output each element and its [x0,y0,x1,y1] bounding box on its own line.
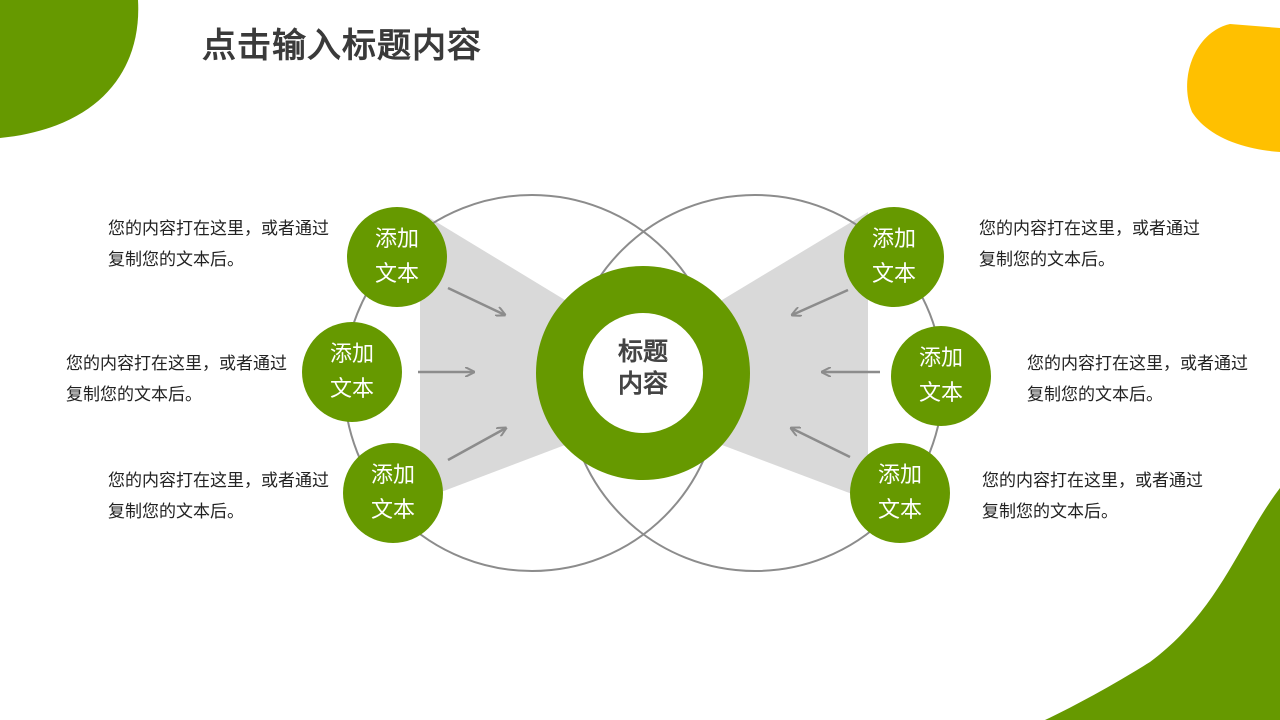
node-label-5[interactable]: 添加 文本 [891,341,991,411]
blob-top-right [1187,24,1280,152]
center-label-line1: 标题 [617,337,668,366]
node-circle-2[interactable] [302,322,402,422]
node-circle-4[interactable] [844,207,944,307]
node-label-4[interactable]: 添加 文本 [844,222,944,292]
desc-text-3[interactable]: 您的内容打在这里，或者通过复制您的文本后。 [108,471,329,522]
node-label-2-line1: 添加 [329,342,374,367]
node-label-1-line2: 文本 [374,262,419,287]
node-label-1-line1: 添加 [374,227,419,252]
node-circle-6[interactable] [850,443,950,543]
node-label-6-line2: 文本 [877,498,922,523]
node-label-3[interactable]: 添加 文本 [343,458,443,528]
node-label-6[interactable]: 添加 文本 [850,458,950,528]
blob-bottom-right [1045,488,1280,720]
node-label-5-line2: 文本 [918,381,963,406]
arrow-1 [447,286,505,315]
node-label-1[interactable]: 添加 文本 [347,222,447,292]
left-wedge [420,212,565,500]
page-title[interactable]: 点击输入标题内容 [202,26,482,66]
node-circle-1[interactable] [347,207,447,307]
arrow-3 [447,428,506,462]
node-label-4-line2: 文本 [871,262,916,287]
node-label-3-line2: 文本 [370,498,415,523]
node-label-5-line1: 添加 [918,346,963,371]
node-circle-5[interactable] [891,326,991,426]
desc-text-1[interactable]: 您的内容打在这里，或者通过复制您的文本后。 [108,219,329,270]
blob-top-left [0,0,139,138]
desc-text-2[interactable]: 您的内容打在这里，或者通过复制您的文本后。 [66,354,287,405]
center-label-line2: 内容 [617,369,668,398]
node-circle-3[interactable] [343,443,443,543]
node-label-6-line1: 添加 [877,463,922,488]
desc-text-4[interactable]: 您的内容打在这里，或者通过复制您的文本后。 [979,219,1200,270]
node-label-4-line1: 添加 [871,227,916,252]
center-hole [583,313,703,433]
node-label-2[interactable]: 添加 文本 [302,337,402,407]
desc-text-5[interactable]: 您的内容打在这里，或者通过复制您的文本后。 [1027,354,1248,405]
arrow-4 [792,288,849,315]
right-wedge [722,212,868,500]
center-label[interactable]: 标题 内容 [583,336,703,400]
node-label-3-line1: 添加 [370,463,415,488]
node-label-2-line2: 文本 [329,377,374,402]
arrow-6 [791,428,851,459]
desc-text-6[interactable]: 您的内容打在这里，或者通过复制您的文本后。 [982,471,1203,522]
